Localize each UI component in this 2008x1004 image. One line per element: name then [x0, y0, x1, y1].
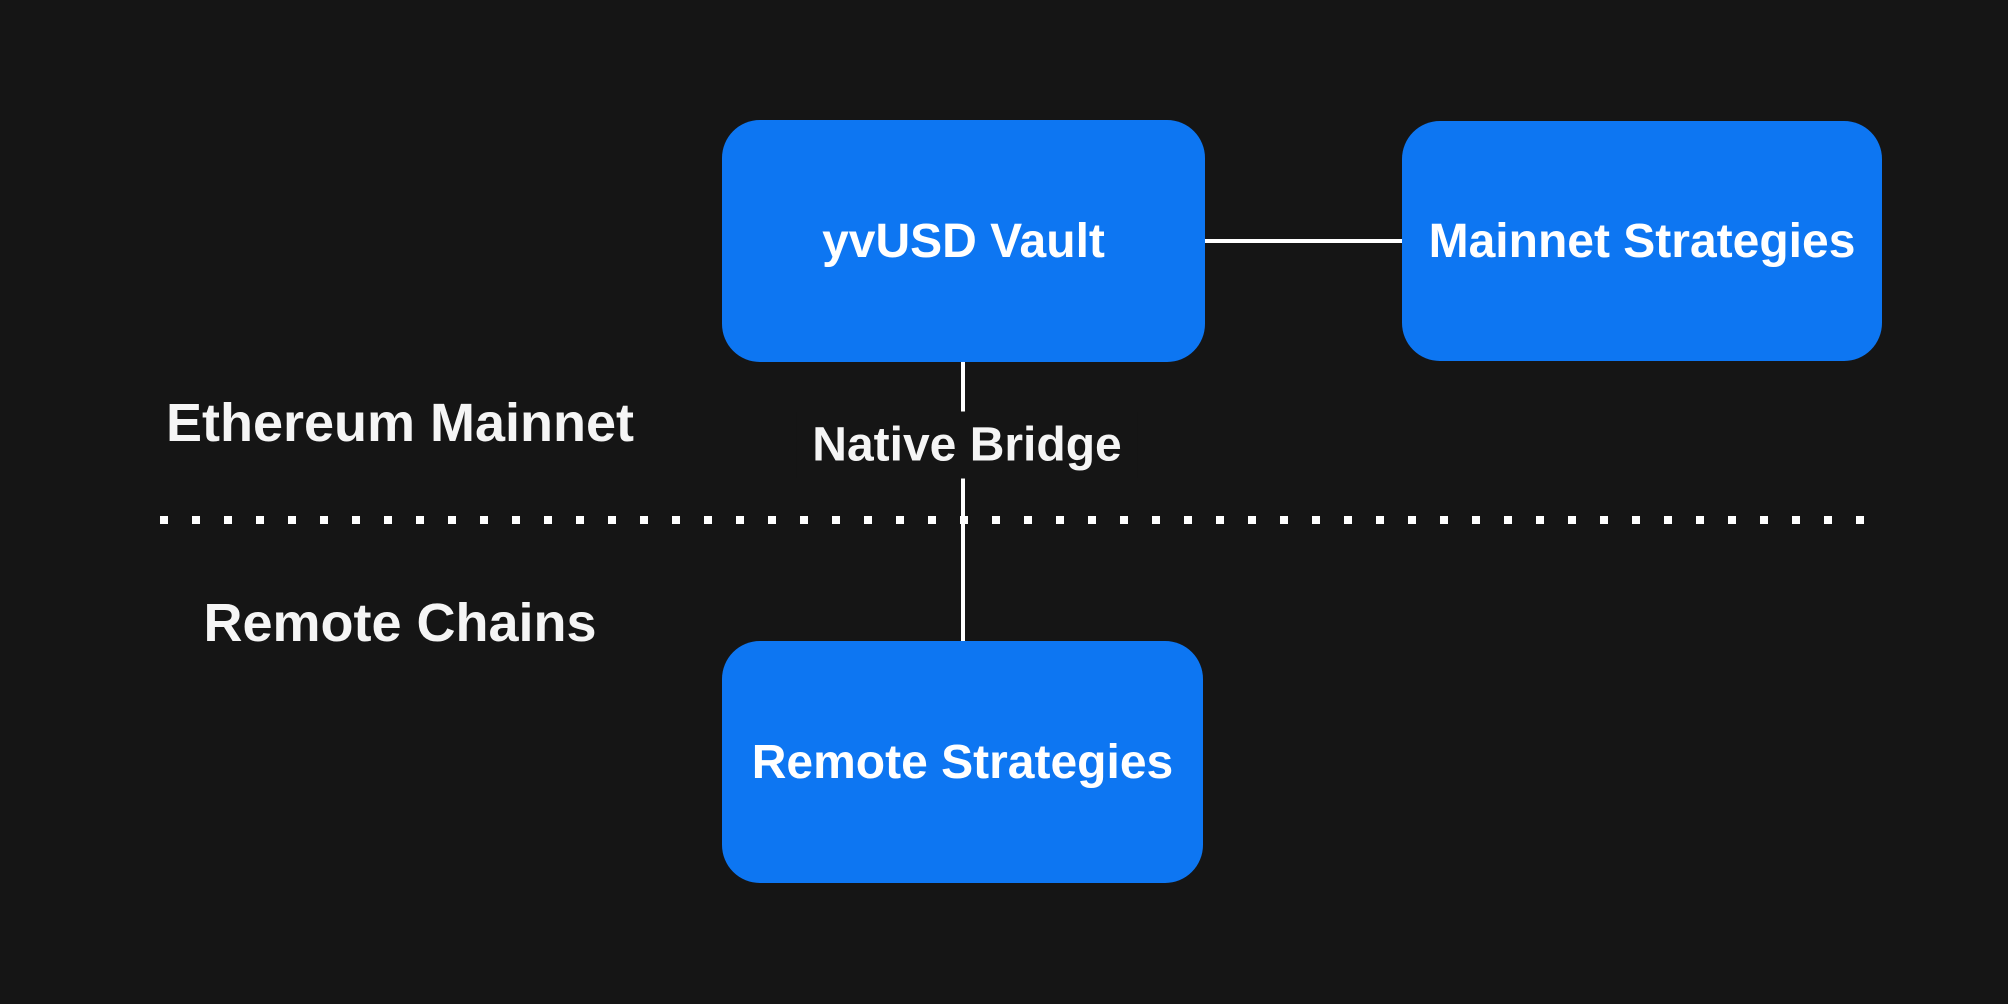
node-yvusd-vault: yvUSD Vault — [722, 120, 1205, 362]
edge-label-native-bridge: Native Bridge — [796, 411, 1138, 479]
node-remote-strategies: Remote Strategies — [722, 641, 1203, 883]
edge-vault-to-mainnet-strategies — [1205, 239, 1402, 243]
edge-vault-to-remote-strategies — [961, 362, 965, 642]
section-label-ethereum-mainnet: Ethereum Mainnet — [165, 393, 635, 453]
node-remote-strategies-label: Remote Strategies — [751, 735, 1174, 789]
node-mainnet-strategies-label: Mainnet Strategies — [1428, 214, 1856, 268]
section-label-remote-chains: Remote Chains — [203, 593, 597, 653]
node-mainnet-strategies: Mainnet Strategies — [1402, 121, 1882, 361]
chain-boundary-dotted-divider — [160, 516, 1866, 524]
node-yvusd-vault-label: yvUSD Vault — [822, 214, 1105, 268]
